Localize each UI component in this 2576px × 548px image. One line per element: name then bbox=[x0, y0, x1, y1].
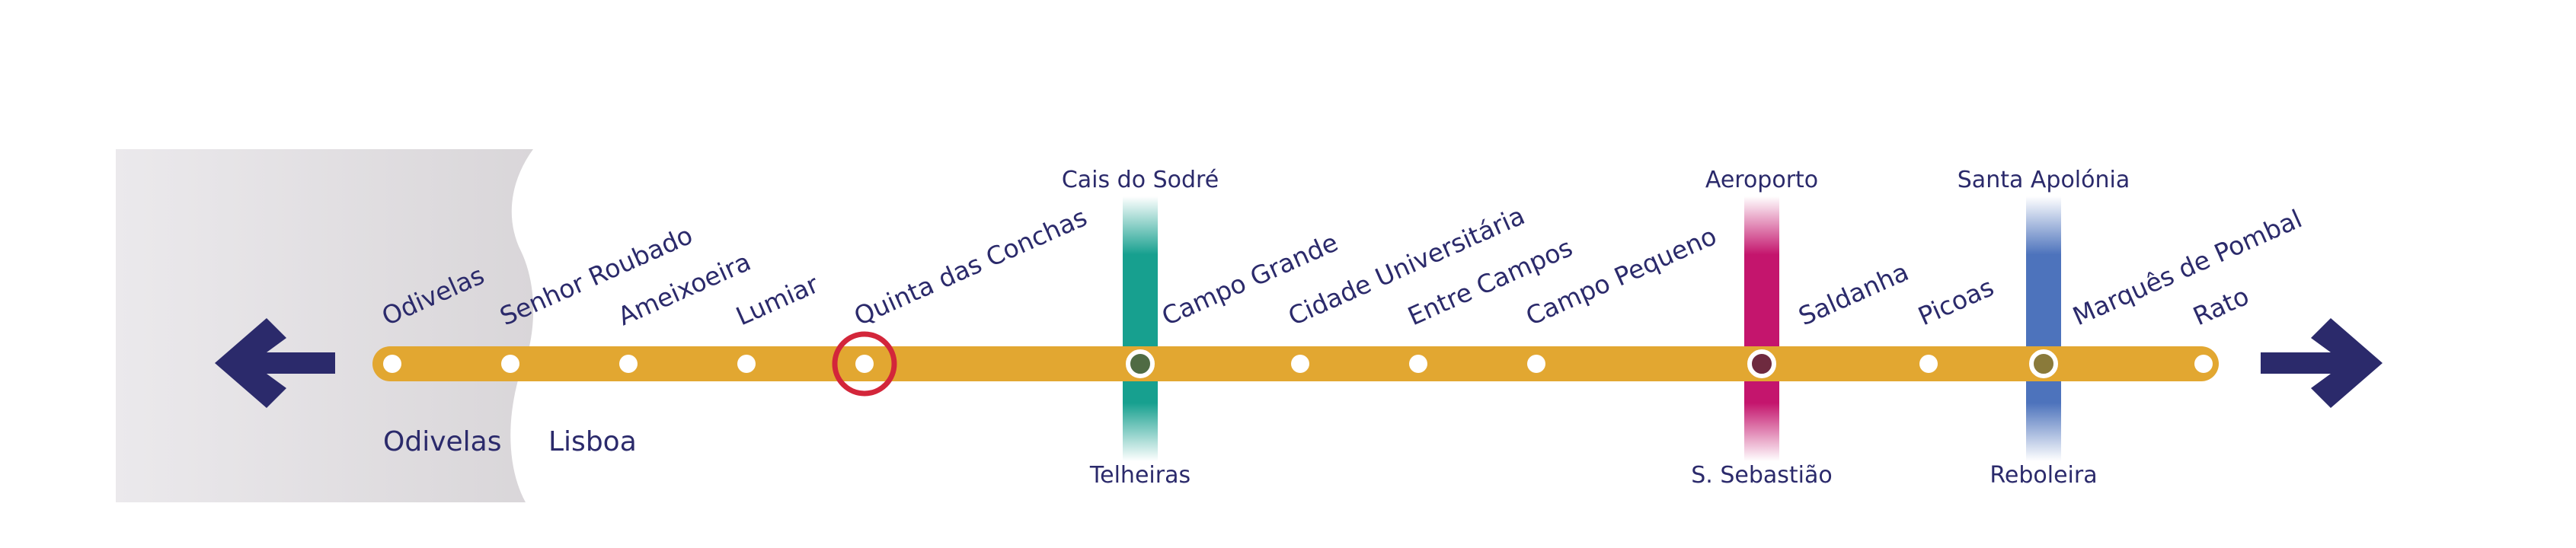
terminus-aeroporto: Aeroporto bbox=[1705, 167, 1818, 193]
station-dot bbox=[1919, 355, 1938, 373]
station-dot bbox=[2194, 355, 2213, 373]
blue-line-bar bbox=[2026, 196, 2061, 461]
terminus-santa-apolonia: Santa Apolónia bbox=[1958, 167, 2130, 193]
odivelas-zone-panel bbox=[116, 149, 534, 502]
terminus-s-sebastiao: S. Sebastião bbox=[1691, 462, 1833, 489]
station-label-saldanha: Saldanha bbox=[1794, 256, 1913, 331]
station-dot bbox=[1409, 355, 1427, 373]
interchange-node bbox=[1126, 349, 1155, 378]
interchange-node bbox=[1747, 349, 1776, 378]
station-label-rato: Rato bbox=[2188, 281, 2253, 331]
station-label-quinta-das-conchas: Quinta das Conchas bbox=[849, 202, 1091, 331]
interchange-blue-line bbox=[2026, 196, 2061, 461]
zone-label-lisboa: Lisboa bbox=[548, 426, 637, 457]
station-label-marques-de-pombal: Marquês de Pombal bbox=[2068, 204, 2306, 332]
station-dot bbox=[737, 355, 756, 373]
station-label-campo-pequeno: Campo Pequeno bbox=[1521, 221, 1721, 331]
station-rato[interactable]: Rato bbox=[2188, 281, 2253, 373]
station-label-picoas: Picoas bbox=[1913, 272, 1998, 331]
interchange-red-line bbox=[1744, 196, 1779, 461]
green-line-bar bbox=[1123, 196, 1158, 461]
current-station-ring bbox=[832, 331, 897, 397]
terminus-reboleira: Reboleira bbox=[1990, 462, 2097, 489]
arrow-right-icon[interactable] bbox=[2261, 318, 2383, 408]
station-dot bbox=[855, 355, 874, 373]
red-line-bar bbox=[1744, 196, 1779, 461]
zone-label-odivelas: Odivelas bbox=[383, 426, 501, 457]
station-dot bbox=[1291, 355, 1309, 373]
station-label-lumiar: Lumiar bbox=[731, 269, 823, 331]
interchange-green-line bbox=[1123, 196, 1158, 461]
station-dot bbox=[501, 355, 519, 373]
terminus-cais-do-sodre: Cais do Sodré bbox=[1062, 167, 1219, 193]
station-dot bbox=[619, 355, 638, 373]
terminus-telheiras: Telheiras bbox=[1089, 462, 1191, 489]
station-dot bbox=[383, 355, 401, 373]
station-dot bbox=[1527, 355, 1545, 373]
interchange-node bbox=[2029, 349, 2058, 378]
arrow-left-icon[interactable] bbox=[215, 318, 335, 408]
